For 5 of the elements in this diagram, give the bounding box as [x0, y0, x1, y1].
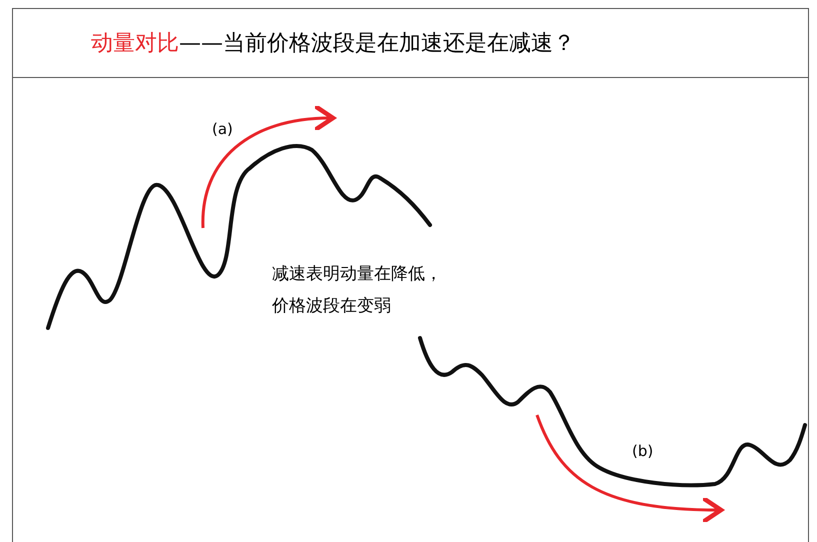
- arrow-label: (b): [632, 441, 654, 462]
- subtitle: ——当前价格波段是在加速还是在减速？: [179, 30, 575, 58]
- annotation-text: 减速表明动量在降低，价格波段在变弱: [272, 263, 443, 318]
- arrow-label: (a): [212, 119, 233, 140]
- title: 动量对比: [91, 30, 179, 58]
